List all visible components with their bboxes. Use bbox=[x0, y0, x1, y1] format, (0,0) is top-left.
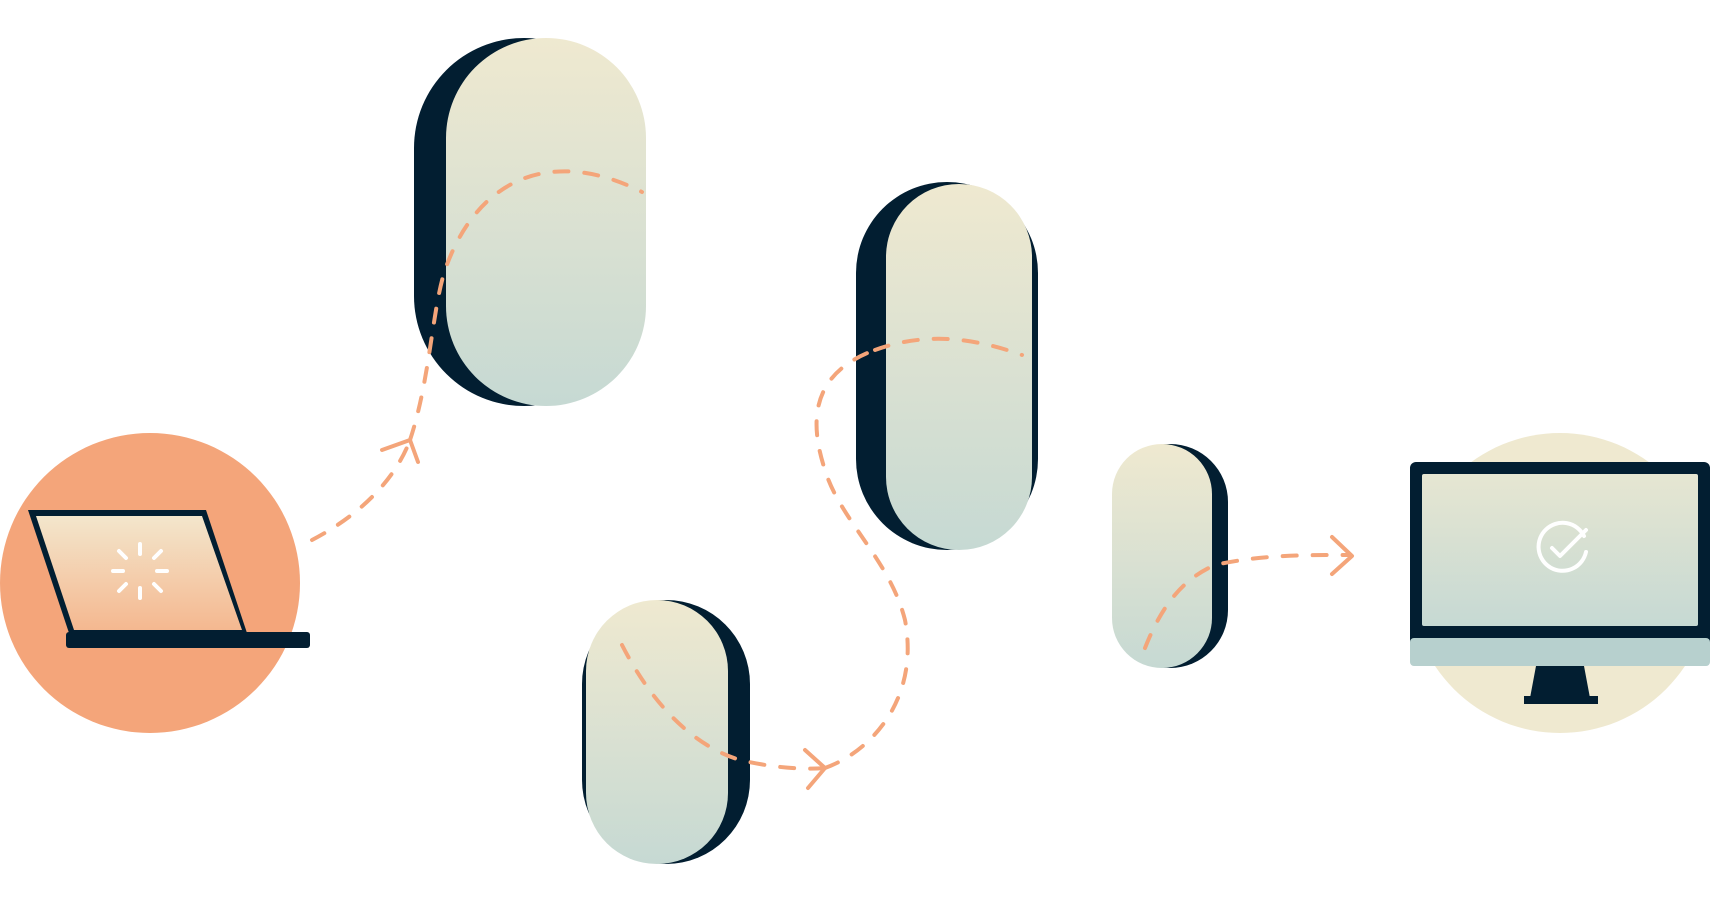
connection-hop-1-to-hop-2 bbox=[408, 169, 644, 442]
loading-spinner-icon bbox=[111, 542, 169, 600]
hop-4 bbox=[1112, 444, 1228, 668]
hop-3 bbox=[856, 182, 1038, 550]
connection-hop-3-inner bbox=[873, 336, 1024, 357]
connection-paths bbox=[310, 169, 1354, 790]
hop-1 bbox=[414, 38, 646, 406]
laptop-icon bbox=[28, 510, 310, 648]
destination-device bbox=[1410, 433, 1710, 733]
connection-hop-1-inner-to-hop-2 bbox=[620, 643, 827, 771]
connection-arrowhead bbox=[1330, 535, 1354, 576]
desktop-monitor-icon bbox=[1410, 462, 1710, 704]
check-circle-icon bbox=[1536, 520, 1588, 573]
connection-hop-3-to-hop-4 bbox=[1143, 553, 1352, 650]
connection-hop-2-to-hop-3 bbox=[814, 348, 910, 770]
hop-2 bbox=[582, 600, 750, 864]
source-device bbox=[0, 433, 310, 733]
connection-source-to-hop-1 bbox=[310, 438, 412, 542]
